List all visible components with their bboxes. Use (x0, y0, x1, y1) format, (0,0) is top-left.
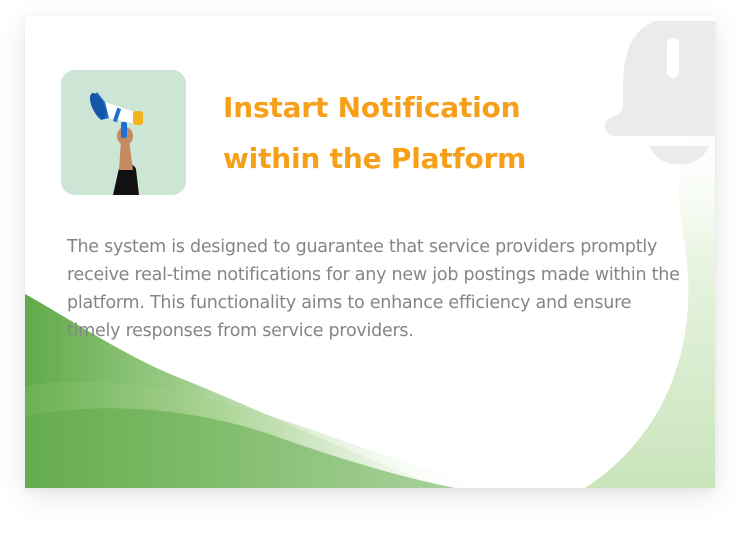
feature-title: Instart Notification within the Platform (223, 82, 603, 184)
megaphone-in-hand-icon (61, 70, 186, 195)
right-swoosh-decoration (585, 106, 715, 488)
card-background-decoration (25, 21, 715, 488)
bell-icon (605, 21, 715, 165)
feature-description: The system is designed to guarantee that… (67, 237, 680, 341)
megaphone-photo (61, 70, 186, 195)
bottom-wave-base (25, 408, 455, 488)
feature-title-line1: Instart Notification (223, 91, 521, 124)
notification-feature-card: Instart Notification within the Platform… (25, 16, 715, 488)
feature-title-line2: within the Platform (223, 142, 527, 175)
